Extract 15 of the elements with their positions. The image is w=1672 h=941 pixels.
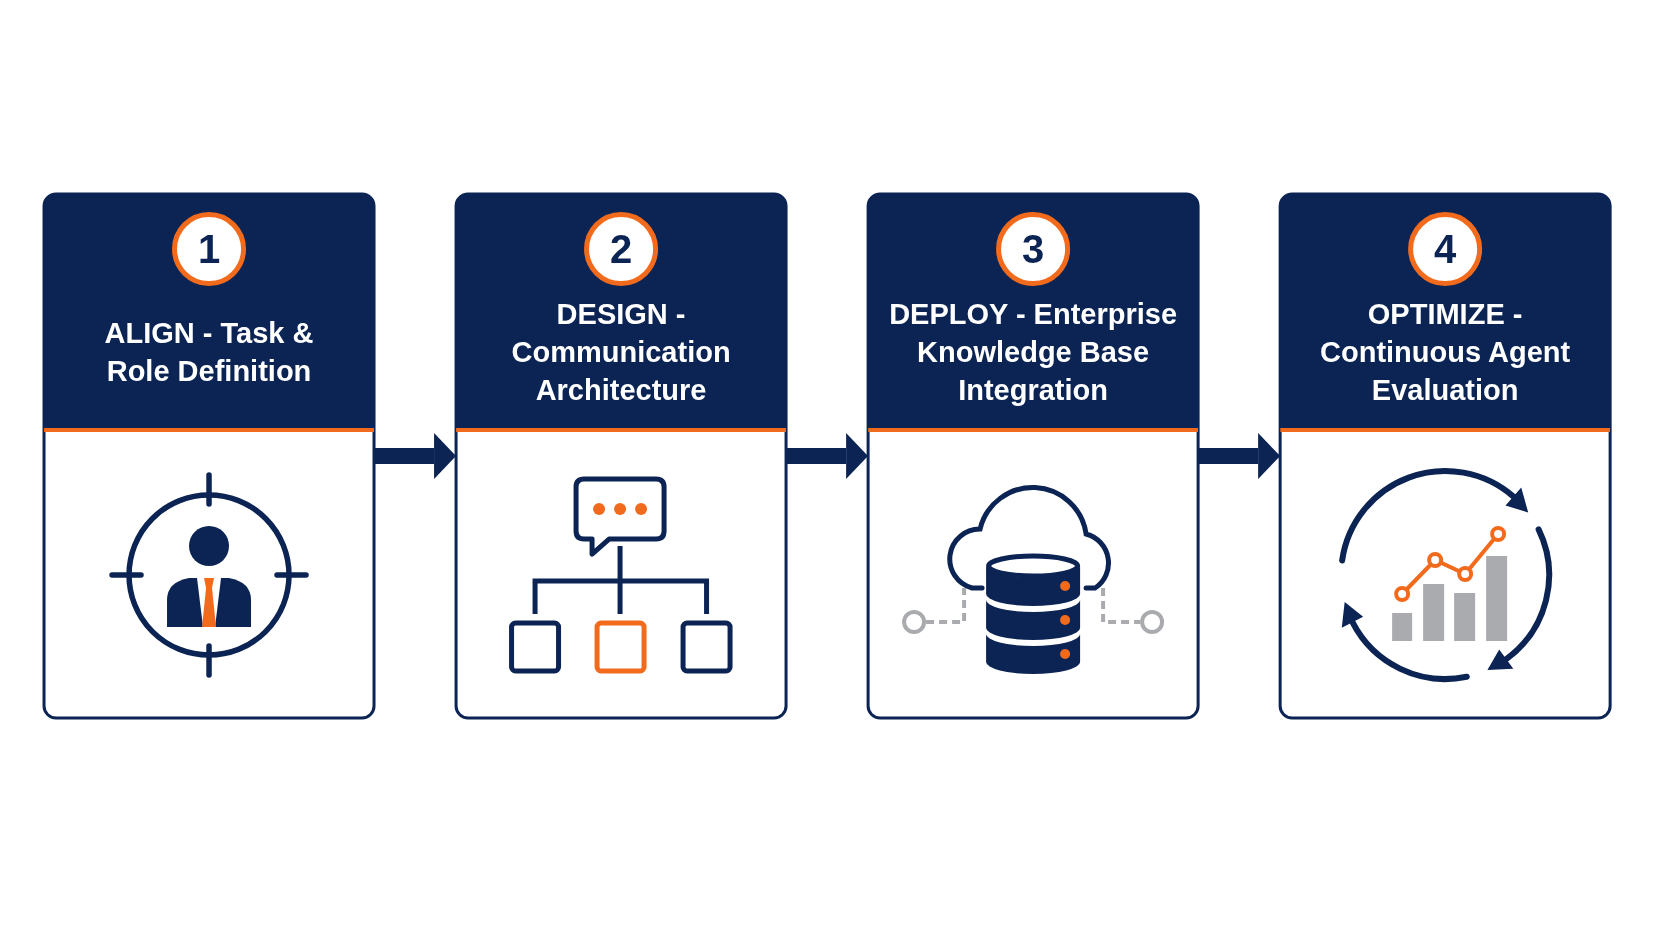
step-title: OPTIMIZE - Continuous Agent Evaluation: [1319, 297, 1572, 408]
arrow: [374, 433, 457, 479]
step-card: [1278, 192, 1612, 720]
arrow: [1198, 433, 1281, 479]
step-card: [866, 192, 1200, 720]
step-title: ALIGN - Task & Role Definition: [103, 316, 315, 389]
step-number-badge: 3: [996, 212, 1071, 286]
step-title: DESIGN - Communication Architecture: [510, 297, 732, 408]
step-title: DEPLOY - Enterprise Knowledge Base Integration: [888, 297, 1179, 408]
arrow: [786, 433, 869, 479]
step-card: [454, 192, 788, 720]
step-number-badge: 2: [584, 212, 659, 286]
step-card: [42, 192, 376, 720]
step-number-badge: 4: [1408, 212, 1483, 286]
step-number-badge: 1: [172, 212, 246, 286]
